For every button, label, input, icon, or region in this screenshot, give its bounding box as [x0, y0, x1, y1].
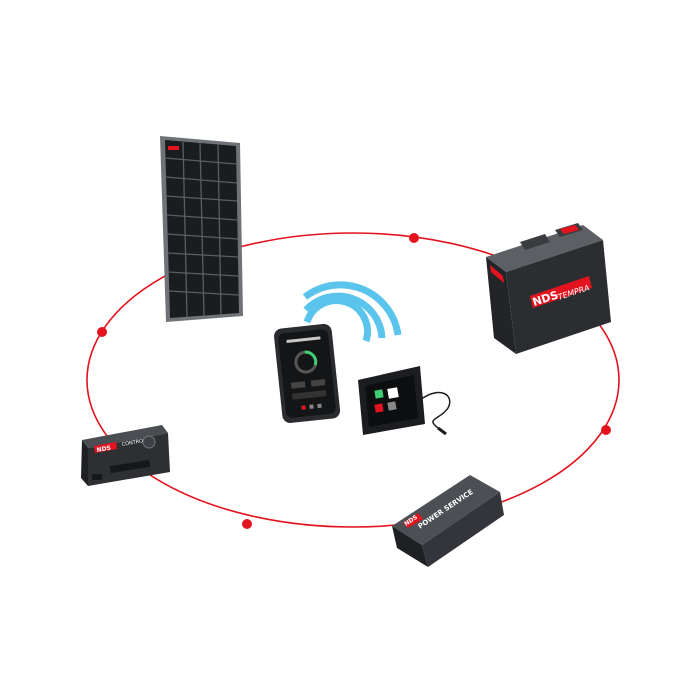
solar-panel-icon [160, 136, 243, 322]
node-bottom [242, 519, 252, 529]
smartphone-icon [274, 324, 341, 423]
connection-ring [86, 232, 620, 528]
controller-model: CONTROL [121, 438, 146, 448]
node-right [601, 425, 611, 435]
battery-icon: NDS TEMPRA [486, 223, 611, 354]
charge-controller-icon: NDS CONTROL [81, 425, 170, 486]
wifi-icon [302, 281, 402, 343]
connection-nodes [97, 233, 611, 529]
solar-panel-logo [168, 146, 179, 150]
node-top [409, 233, 419, 243]
control-display-icon [358, 366, 451, 436]
controller-brand: NDS [96, 445, 111, 454]
solar-cells [164, 141, 240, 318]
node-left [97, 327, 107, 337]
inverter-icon: NDS POWER SERVICE [392, 475, 504, 567]
